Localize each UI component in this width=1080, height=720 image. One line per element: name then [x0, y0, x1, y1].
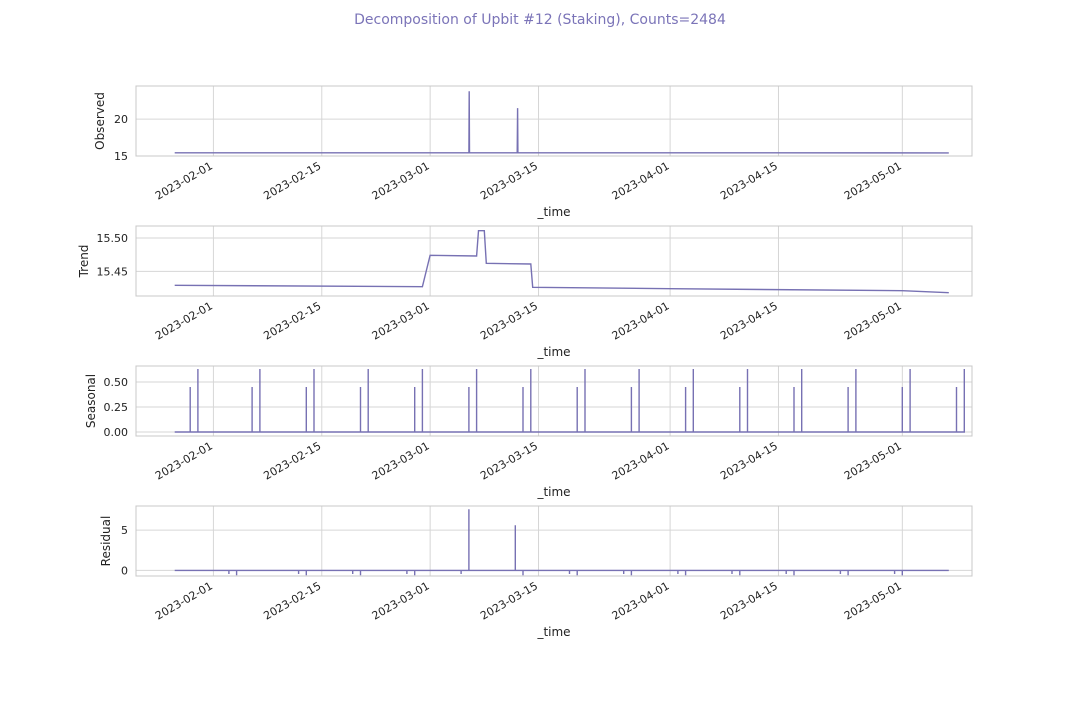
x-tick-label: 2023-04-01 — [610, 159, 672, 202]
x-tick-label: 2023-03-15 — [478, 579, 540, 622]
x-tick-label: 2023-05-01 — [842, 159, 904, 202]
x-tick-label: 2023-04-15 — [718, 299, 780, 342]
series-line — [174, 230, 949, 294]
x-tick-label: 2023-03-01 — [370, 579, 432, 622]
x-axis-label: _time — [536, 625, 570, 639]
plot-frame — [135, 365, 973, 437]
y-axis-label: Observed — [93, 92, 107, 150]
x-axis-label: _time — [536, 205, 570, 219]
x-tick-label: 2023-02-01 — [153, 159, 215, 202]
x-tick-label: 2023-04-15 — [718, 579, 780, 622]
y-tick-label: 15 — [114, 150, 128, 163]
y-tick-label: 0 — [121, 564, 128, 577]
x-tick-label: 2023-03-15 — [478, 299, 540, 342]
x-tick-label: 2023-02-15 — [261, 299, 323, 342]
plot-frame — [135, 225, 973, 297]
x-tick-label: 2023-02-01 — [153, 299, 215, 342]
y-tick-label: 0.25 — [104, 401, 129, 414]
series-line — [174, 91, 949, 154]
x-tick-label: 2023-04-15 — [718, 439, 780, 482]
y-tick-label: 5 — [121, 524, 128, 537]
x-tick-label: 2023-02-15 — [261, 579, 323, 622]
x-tick-label: 2023-03-01 — [370, 159, 432, 202]
y-axis-label: Residual — [99, 516, 113, 567]
series-line — [174, 509, 949, 576]
plot-frame — [135, 85, 973, 157]
x-tick-label: 2023-03-01 — [370, 439, 432, 482]
x-tick-label: 2023-02-15 — [261, 159, 323, 202]
x-tick-label: 2023-04-01 — [610, 299, 672, 342]
y-tick-label: 15.50 — [97, 232, 129, 245]
y-axis-label: Seasonal — [84, 374, 98, 428]
x-tick-label: 2023-05-01 — [842, 439, 904, 482]
x-tick-label: 2023-05-01 — [842, 299, 904, 342]
x-tick-label: 2023-02-01 — [153, 579, 215, 622]
x-tick-label: 2023-04-01 — [610, 439, 672, 482]
series-line — [174, 369, 965, 433]
x-tick-label: 2023-05-01 — [842, 579, 904, 622]
x-axis-label: _time — [536, 345, 570, 359]
y-tick-label: 0.50 — [104, 376, 129, 389]
plot-frame — [135, 505, 973, 577]
x-tick-label: 2023-02-15 — [261, 439, 323, 482]
x-tick-label: 2023-03-01 — [370, 299, 432, 342]
x-tick-label: 2023-02-01 — [153, 439, 215, 482]
x-tick-label: 2023-03-15 — [478, 439, 540, 482]
y-tick-label: 0.00 — [104, 426, 129, 439]
y-tick-label: 20 — [114, 113, 128, 126]
y-tick-label: 15.45 — [97, 265, 129, 278]
x-axis-label: _time — [536, 485, 570, 499]
x-tick-label: 2023-04-15 — [718, 159, 780, 202]
chart-title: Decomposition of Upbit #12 (Staking), Co… — [354, 12, 726, 28]
x-tick-label: 2023-04-01 — [610, 579, 672, 622]
y-axis-label: Trend — [77, 245, 91, 279]
x-tick-label: 2023-03-15 — [478, 159, 540, 202]
